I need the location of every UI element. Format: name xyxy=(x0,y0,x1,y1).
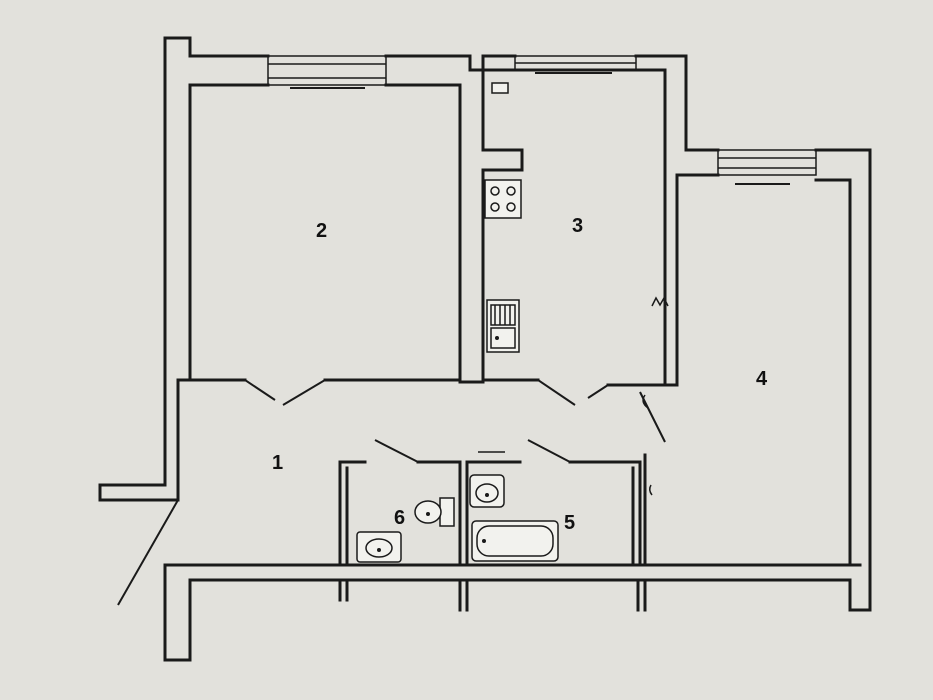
kitchen-fixtures xyxy=(484,82,669,353)
door-room2-a xyxy=(244,379,276,401)
wall-room2 xyxy=(188,83,462,382)
interior-walls xyxy=(188,68,667,567)
wall-top-left xyxy=(163,36,872,612)
room-labels: 1 2 3 4 5 6 xyxy=(272,215,768,534)
door-bath xyxy=(527,439,571,463)
sink-icon xyxy=(486,299,520,353)
door-wc xyxy=(374,439,419,463)
stove-icon xyxy=(484,179,522,219)
window-room4 xyxy=(717,149,817,176)
room-number-5: 5 xyxy=(564,512,575,534)
wall-room4-left xyxy=(638,173,720,387)
bathroom-fixtures xyxy=(356,474,653,563)
room-number-6: 6 xyxy=(394,507,405,529)
bathtub-icon xyxy=(471,520,559,562)
room-number-4: 4 xyxy=(756,368,768,390)
radiator-icon xyxy=(491,82,509,94)
door-room2-b xyxy=(282,379,326,406)
outer-walls xyxy=(98,36,872,662)
wc-washbasin-icon xyxy=(356,531,402,563)
wall-wc xyxy=(338,460,462,567)
door-room3-b xyxy=(587,384,609,399)
door-room3-a xyxy=(537,379,576,406)
door-room4 xyxy=(639,391,666,443)
room-number-1: 1 xyxy=(272,452,283,474)
wall-room3 xyxy=(481,68,667,387)
toilet-tank-icon xyxy=(439,497,455,527)
room-number-2: 2 xyxy=(316,220,327,242)
room-number-3: 3 xyxy=(572,215,583,237)
wall-bottom-stubs xyxy=(338,578,647,612)
windows xyxy=(267,55,817,185)
door-entrance xyxy=(117,499,179,606)
wall-bath xyxy=(465,460,642,567)
wall-room4-right xyxy=(814,178,852,567)
wall-left xyxy=(98,36,270,502)
wall-bottom xyxy=(163,563,862,662)
hand-mark-icon xyxy=(651,296,669,307)
window-room2 xyxy=(267,55,387,86)
doors xyxy=(117,379,666,606)
